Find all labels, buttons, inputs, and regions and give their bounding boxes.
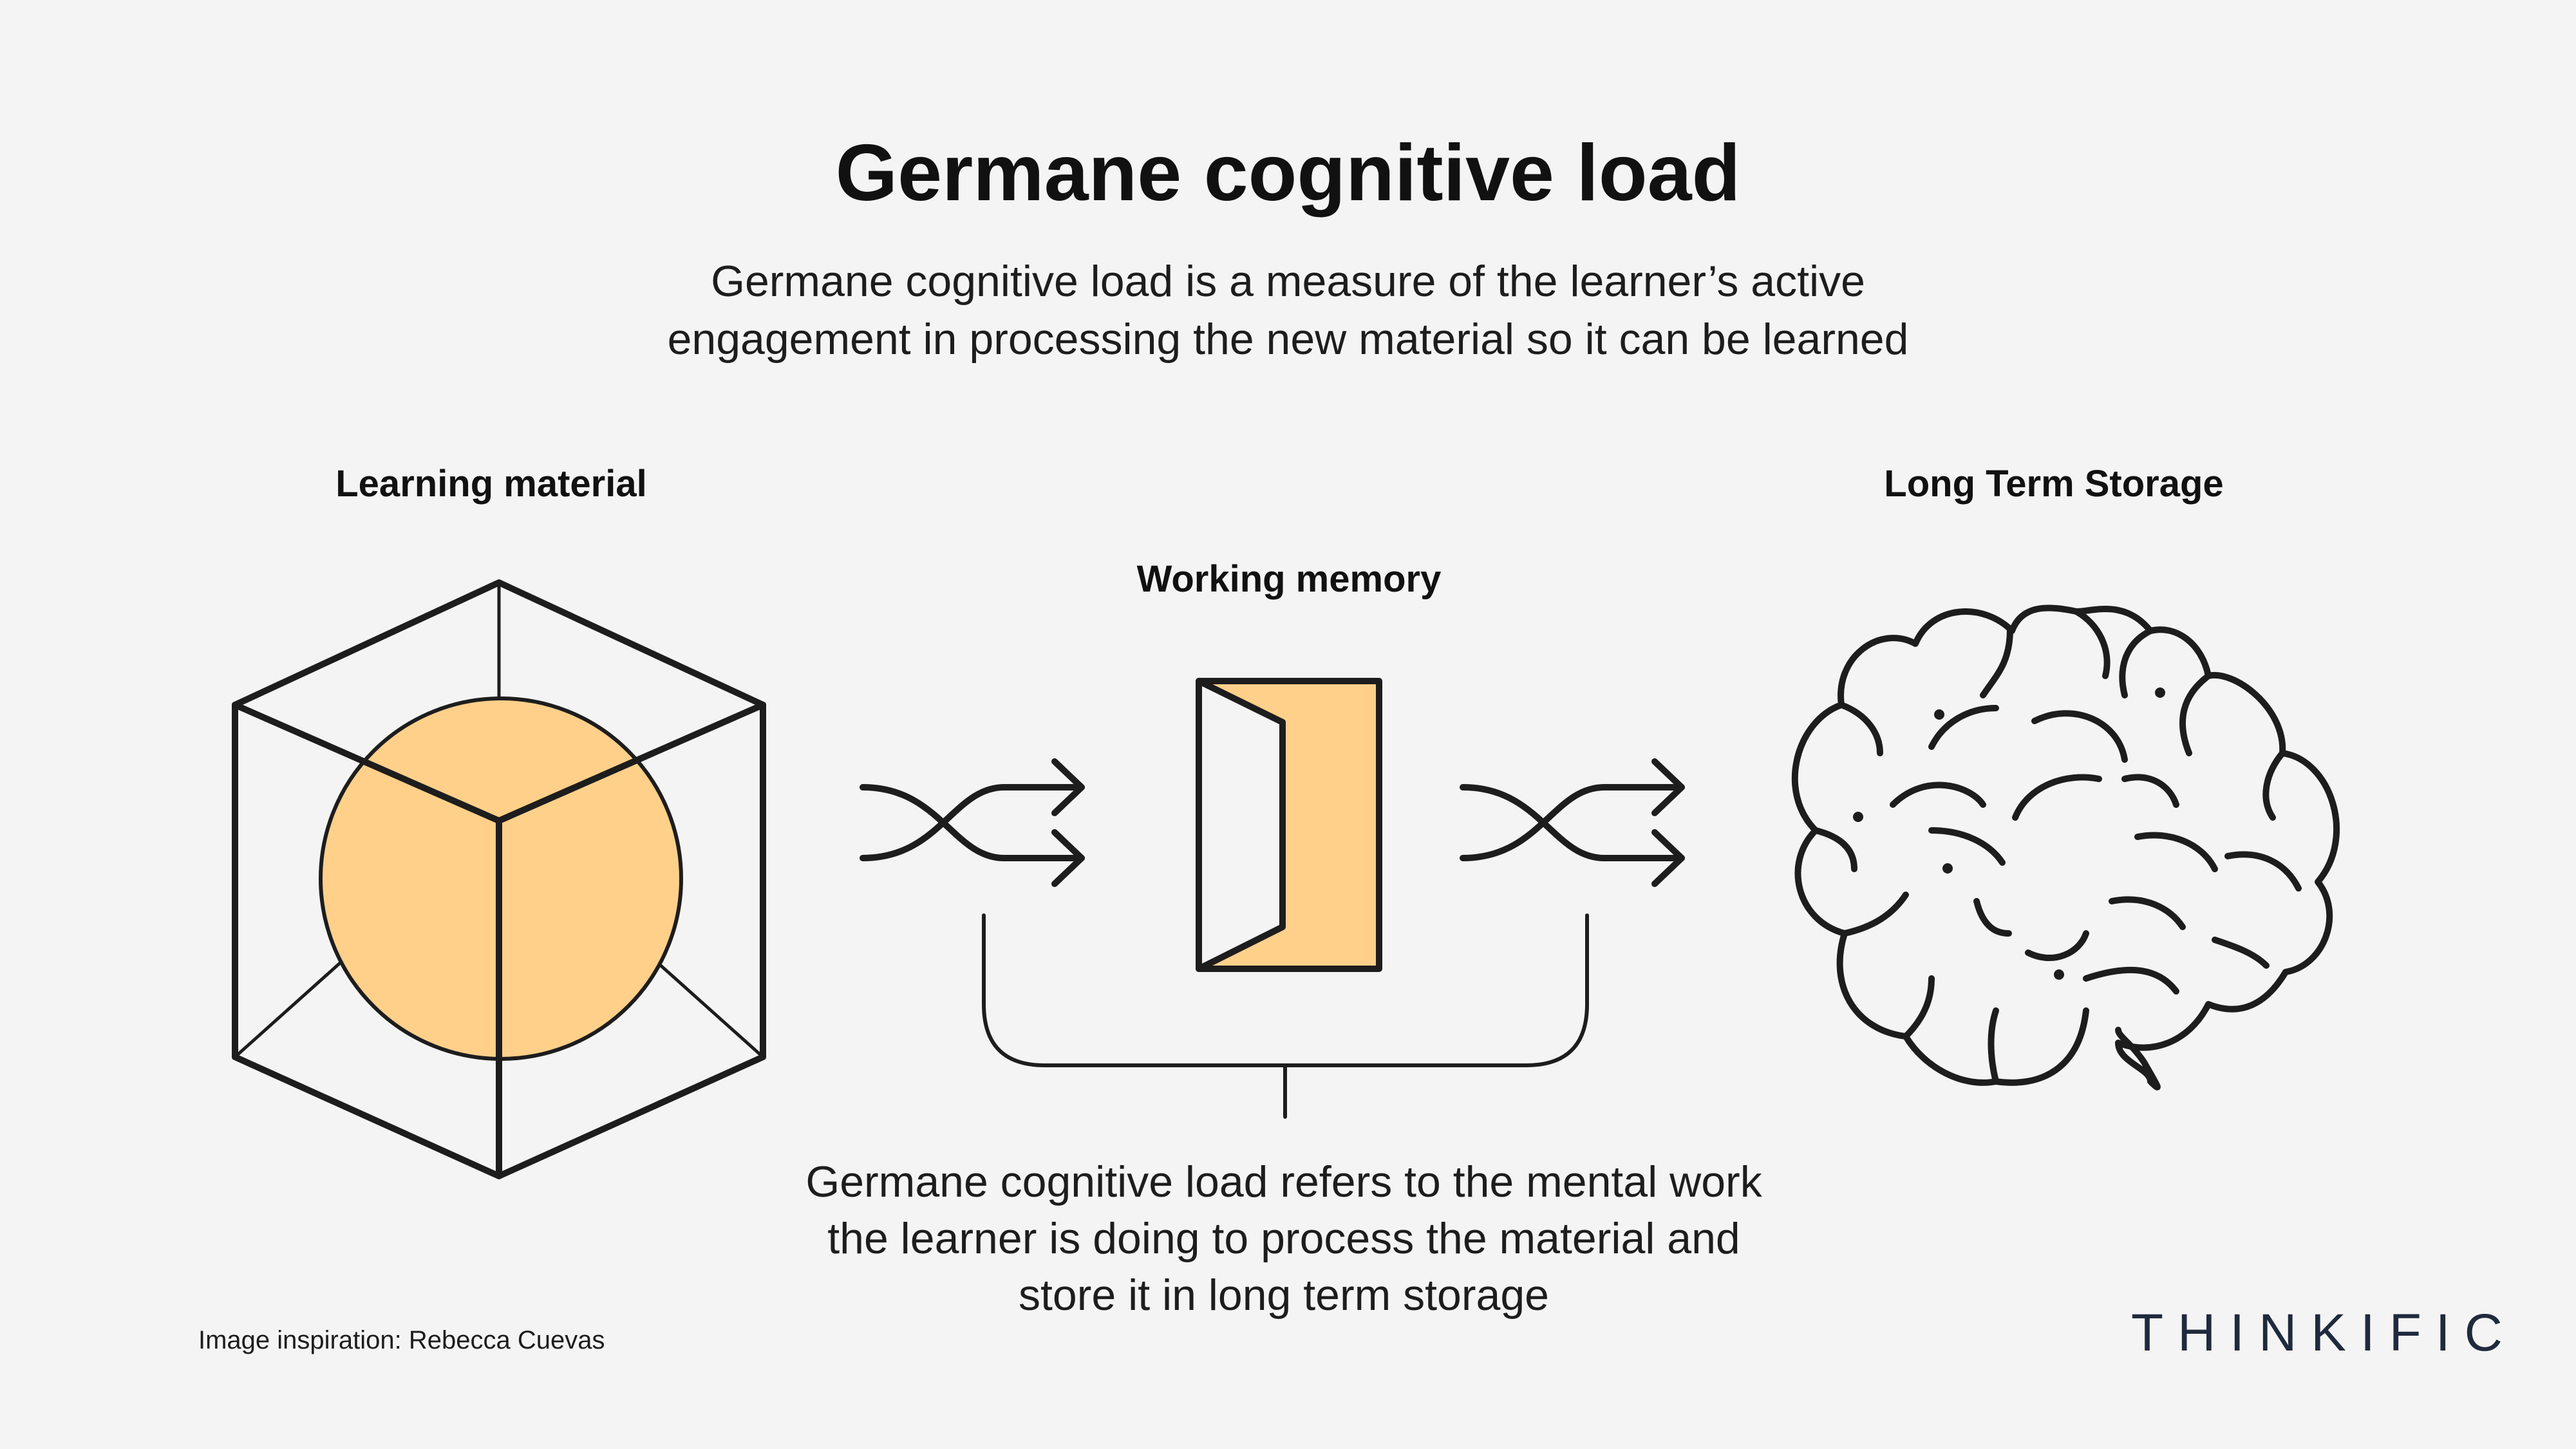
thinkific-logo: THINKIFIC: [2131, 1304, 2517, 1362]
caption-line: Germane cognitive load refers to the men…: [805, 1157, 1762, 1206]
crossing-arrows-icon: [1460, 758, 1685, 887]
open-door-icon: [1196, 678, 1382, 972]
label-long-term-storage: Long Term Storage: [1884, 463, 2224, 505]
caption-line: the learner is doing to process the mate…: [827, 1214, 1740, 1263]
crossing-arrows-icon: [860, 758, 1085, 887]
label-learning-material: Learning material: [335, 463, 647, 505]
brain-dots: [1853, 687, 2165, 980]
page-title: Germane cognitive load: [835, 129, 1741, 218]
subtitle: Germane cognitive load is a measure of t…: [0, 252, 2576, 368]
caption-line: store it in long term storage: [1019, 1271, 1549, 1320]
brain-icon: [1791, 604, 2340, 1090]
process-bracket: [982, 913, 1589, 1119]
image-credit: Image inspiration: Rebecca Cuevas: [198, 1326, 605, 1354]
subtitle-line: engagement in processing the new materia…: [667, 315, 1909, 364]
cube-with-sphere-icon: [232, 579, 766, 1179]
label-working-memory: Working memory: [1136, 558, 1442, 600]
bracket-caption: Germane cognitive load refers to the men…: [0, 1154, 2568, 1323]
subtitle-line: Germane cognitive load is a measure of t…: [711, 257, 1865, 306]
